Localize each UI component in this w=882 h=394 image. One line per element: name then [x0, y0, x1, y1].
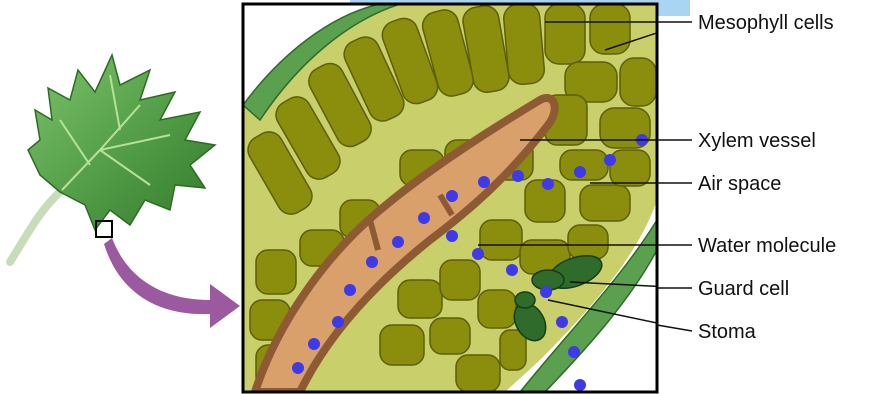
- label-water-molecule: Water molecule: [698, 235, 836, 257]
- label-xylem-vessel: Xylem vessel: [698, 130, 816, 152]
- label-stoma: Stoma: [698, 321, 757, 343]
- label-guard-cell: Guard cell: [698, 278, 789, 300]
- magnify-arrow: [104, 238, 240, 328]
- leaf-icon: [10, 55, 215, 262]
- label-mesophyll-cells: Mesophyll cells: [698, 12, 834, 34]
- cross-section: [243, 3, 690, 392]
- label-air-space: Air space: [698, 173, 781, 195]
